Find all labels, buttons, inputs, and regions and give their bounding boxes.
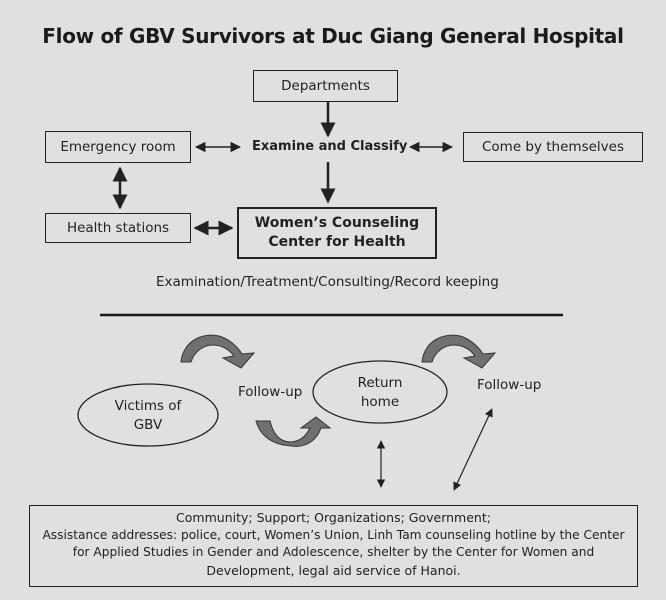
- emergency-room-box: Emergency room: [45, 131, 191, 163]
- womens-center-line2: Center for Health: [268, 234, 406, 250]
- follow-up-left-label: Follow-up: [238, 384, 303, 400]
- victims-line1: Victims of: [114, 398, 182, 414]
- come-by-themselves-label: Come by themselves: [481, 139, 624, 155]
- examine-classify-label: Examine and Classify: [252, 139, 408, 154]
- arrow-followup-assistance: [453, 408, 493, 491]
- curved-arrow-top-right: [421, 334, 497, 369]
- womens-counseling-center-box: Women’s Counseling Center for Health: [237, 207, 437, 259]
- curved-arrow-top-left: [180, 334, 256, 369]
- victims-label: Victims of GBV: [77, 385, 219, 447]
- emergency-room-label: Emergency room: [60, 139, 176, 155]
- return-line2: home: [360, 394, 400, 410]
- come-by-themselves-box: Come by themselves: [463, 132, 643, 162]
- departments-box: Departments: [253, 70, 398, 102]
- health-stations-label: Health stations: [66, 220, 170, 236]
- assistance-line1: Community; Support; Organizations; Gover…: [176, 510, 491, 525]
- health-stations-box: Health stations: [45, 213, 191, 243]
- services-caption: Examination/Treatment/Consulting/Record …: [156, 274, 499, 290]
- assistance-line2: Assistance addresses: police, court, Wom…: [42, 527, 625, 542]
- assistance-box: Community; Support; Organizations; Gover…: [29, 505, 638, 587]
- curved-arrow-bottom: [255, 416, 332, 447]
- womens-center-line1: Women’s Counseling: [254, 215, 420, 231]
- victims-ellipse: [77, 383, 219, 447]
- assistance-line4: Development, legal aid service of Hanoi.: [206, 562, 461, 578]
- assistance-line3: for Applied Studies in Gender and Adoles…: [72, 545, 595, 559]
- return-home-ellipse: [312, 360, 448, 424]
- return-line1: Return: [357, 375, 403, 391]
- departments-label: Departments: [281, 78, 370, 94]
- return-home-label: Return home: [313, 362, 447, 424]
- victims-line2: GBV: [133, 417, 163, 433]
- follow-up-right-label: Follow-up: [477, 377, 542, 393]
- diagram-title: Flow of GBV Survivors at Duc Giang Gener…: [42, 24, 624, 48]
